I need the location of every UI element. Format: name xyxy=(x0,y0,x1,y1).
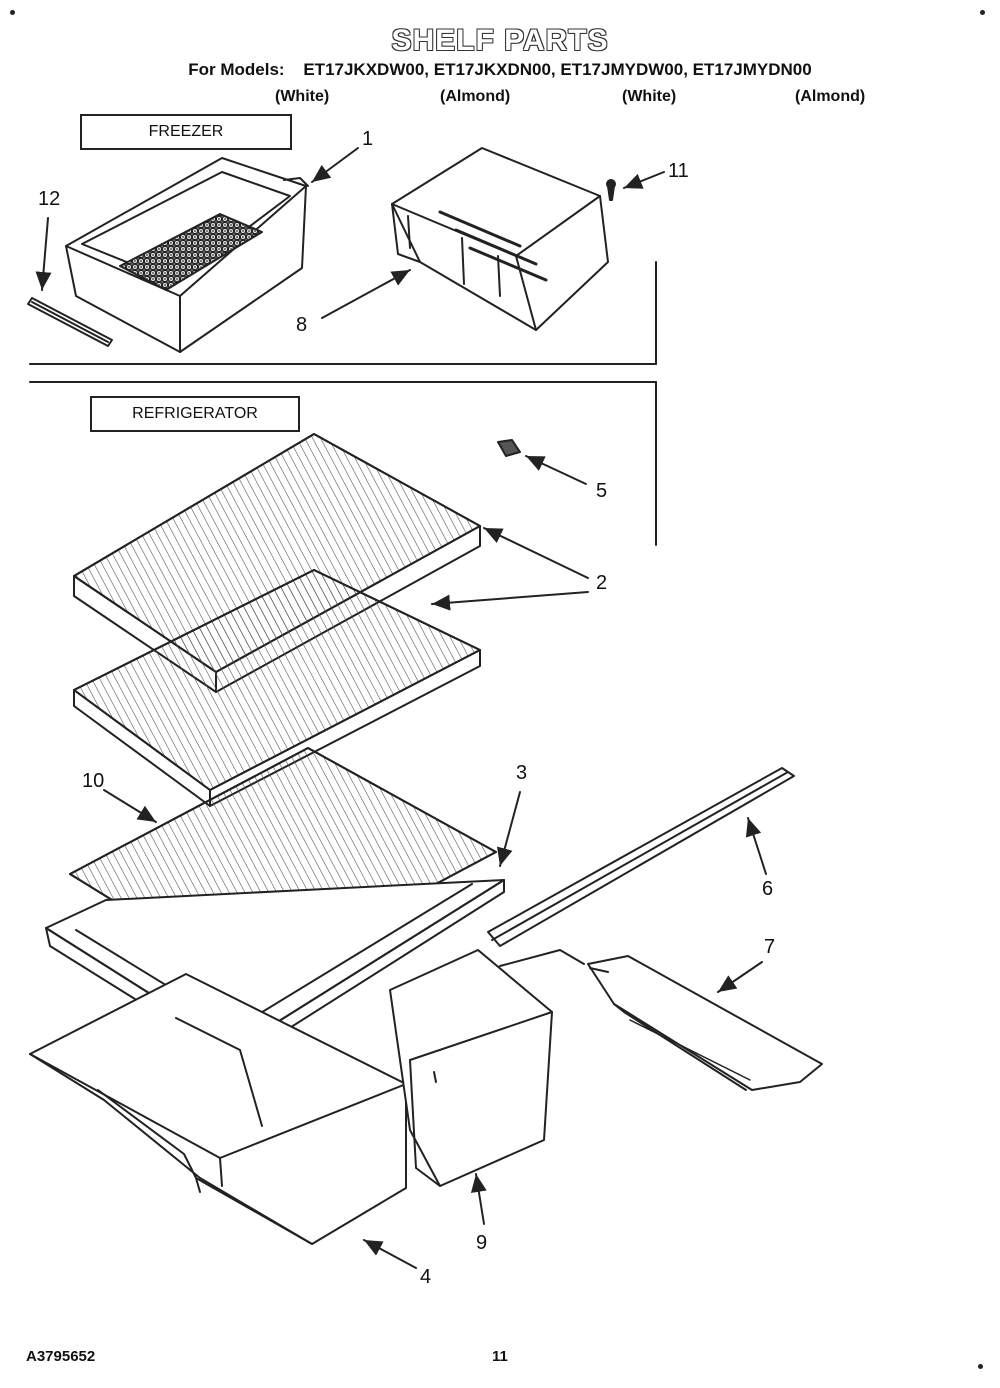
page-title: SHELF PARTS xyxy=(391,24,609,57)
callout-6: 6 xyxy=(762,878,774,900)
corner-mark xyxy=(978,1364,983,1369)
freezer-basket xyxy=(65,157,309,353)
corner-mark xyxy=(10,10,15,15)
model-prefix: For Models: xyxy=(188,60,285,79)
corner-mark xyxy=(980,10,985,15)
model-number: ET17JKXDN00, xyxy=(433,60,556,79)
callout-11: 11 xyxy=(668,160,689,182)
crisper-drawer-small xyxy=(389,949,553,1187)
callout-8: 8 xyxy=(296,314,308,336)
refrigerator-section-frame xyxy=(29,381,657,546)
freezer-shelf-bracket xyxy=(391,147,609,331)
refrigerator-section-label: REFRIGERATOR xyxy=(90,396,300,432)
crisper-drawer-large xyxy=(29,973,407,1245)
callout-2: 2 xyxy=(596,572,608,594)
shelf-clip xyxy=(497,439,521,457)
model-color: (White) xyxy=(275,88,330,105)
divider-rail xyxy=(487,767,795,947)
glass-shelf-lower xyxy=(73,569,481,807)
model-list: For Models: ET17JKXDW00, ET17JKXDN00, ET… xyxy=(0,60,1000,80)
callout-4: 4 xyxy=(420,1266,432,1288)
leader-lines xyxy=(35,147,767,1269)
callout-7: 7 xyxy=(764,936,776,958)
callout-12: 12 xyxy=(38,188,61,210)
freezer-bin-rail xyxy=(27,297,113,347)
model-number: ET17JMYDN00 xyxy=(692,60,812,79)
model-color: (White) xyxy=(622,88,677,105)
callout-9: 9 xyxy=(476,1232,488,1254)
document-number: A3795652 xyxy=(26,1348,96,1365)
page-number: 11 xyxy=(492,1348,508,1365)
crisper-control-slide xyxy=(499,949,823,1091)
model-color: (Almond) xyxy=(440,88,511,105)
callout-10: 10 xyxy=(82,770,105,792)
model-number: ET17JKXDW00, xyxy=(303,60,430,79)
callout-1: 1 xyxy=(362,128,374,150)
model-color: (Almond) xyxy=(795,88,866,105)
callout-3: 3 xyxy=(516,762,528,784)
screw xyxy=(606,179,616,201)
freezer-section-frame xyxy=(29,261,657,365)
freezer-section-label: FREEZER xyxy=(80,114,292,150)
model-number: ET17JMYDW00, xyxy=(560,60,688,79)
callout-5: 5 xyxy=(596,480,608,502)
